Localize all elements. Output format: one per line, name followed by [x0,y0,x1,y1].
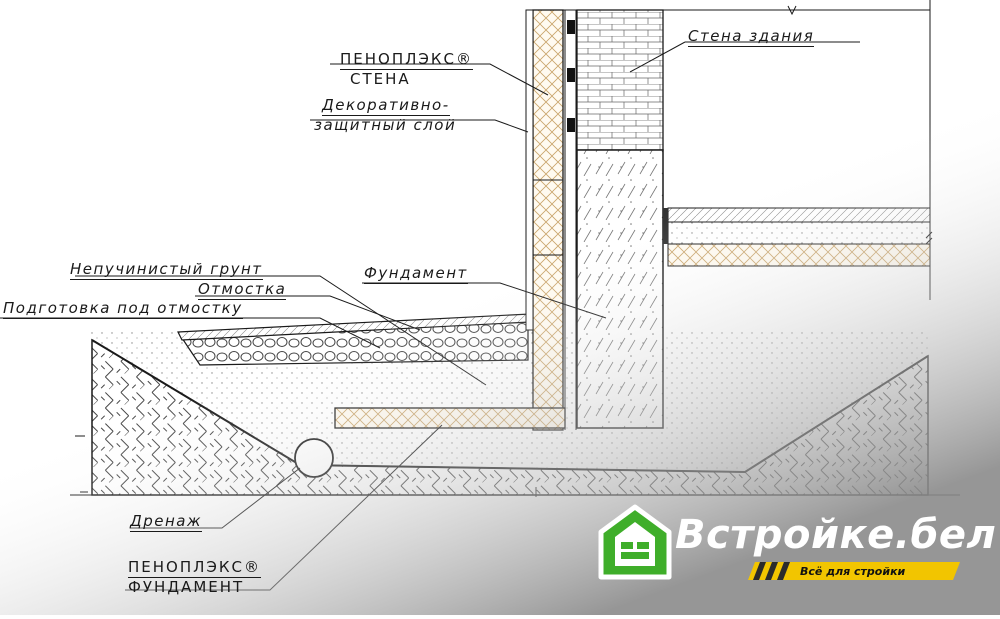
label-blind-area-prep: Подготовка под отмостку [3,299,243,319]
label-blind-area: Отмостка [198,280,287,300]
label-building-wall: Стена здания [688,27,815,47]
label-penoplex-wall-2: СТЕНА [350,70,411,88]
label-penoplex-wall-1: ПЕНОПЛЭКС® [340,50,473,70]
house-icon [598,504,672,580]
label-penoplex-foundation-2: ФУНДАМЕНТ [128,578,245,596]
label-foundation: Фундамент [364,264,468,284]
brand-logo: Встройке.бел Всё для стройки [595,502,997,612]
brand-tagline: Всё для стройки [800,565,906,578]
label-decorative-layer-1: Декоративно- [322,96,450,116]
label-penoplex-foundation-1: ПЕНОПЛЭКС® [128,558,261,578]
brand-name: Встройке.бел [675,512,997,558]
label-soil: Непучинистый грунт [70,260,263,280]
label-drainage: Дренаж [130,512,202,532]
label-decorative-layer-2: защитный слой [314,116,457,134]
